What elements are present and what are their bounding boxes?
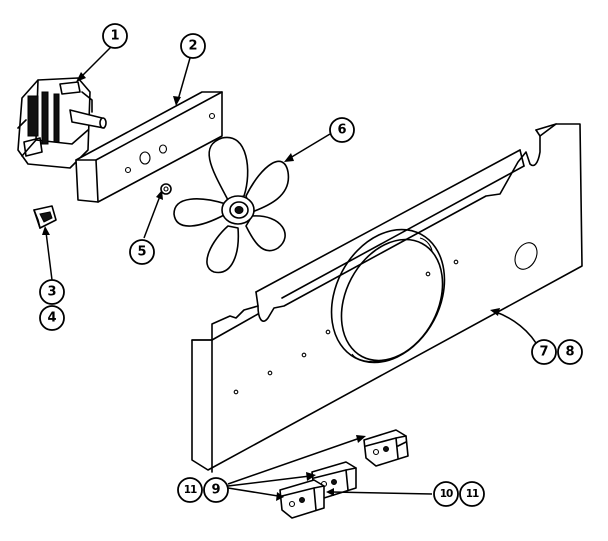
callout-9-label: 9 (211, 483, 220, 498)
callout-11-right: 11 (459, 481, 485, 507)
nut (160, 183, 172, 195)
callout-4-label: 4 (47, 311, 56, 326)
baffle-panel (191, 123, 583, 473)
callout-1: 1 (102, 23, 128, 49)
callout-10: 10 (433, 481, 459, 507)
callout-8: 8 (557, 339, 583, 365)
clip (33, 205, 57, 229)
callout-9: 9 (203, 477, 229, 503)
terminal-block-upper (363, 429, 409, 467)
fan-motor (17, 77, 107, 169)
callout-2: 2 (180, 33, 206, 59)
terminal-block-lower (279, 479, 325, 519)
leader-lines (42, 45, 541, 501)
callout-1-label: 1 (110, 29, 119, 44)
fan-blade (173, 136, 290, 274)
callout-6: 6 (329, 117, 355, 143)
callout-3-label: 3 (47, 285, 56, 300)
callout-8-label: 8 (565, 345, 574, 360)
callout-11-left-label: 11 (184, 484, 197, 496)
callout-5-label: 5 (137, 245, 146, 260)
callout-5: 5 (129, 239, 155, 265)
callout-11-right-label: 11 (466, 488, 479, 500)
callout-6-label: 6 (337, 123, 346, 138)
callout-11-left: 11 (177, 477, 203, 503)
callout-2-label: 2 (188, 39, 197, 54)
callout-3: 3 (39, 279, 65, 305)
callout-10-label: 10 (440, 488, 453, 500)
callout-7-label: 7 (539, 345, 548, 360)
callout-4: 4 (39, 305, 65, 331)
callout-7: 7 (531, 339, 557, 365)
motor-bracket (75, 91, 223, 203)
